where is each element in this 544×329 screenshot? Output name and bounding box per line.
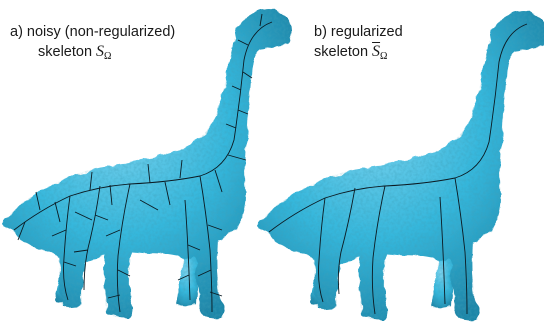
panel-b-symbol-subscript: Ω xyxy=(380,51,387,62)
panel-b-caption-line1: b) regularized xyxy=(314,24,403,40)
panel-b-caption-prefix: skeleton xyxy=(314,44,368,60)
panel-a-caption: a) noisy (non-regularized) skeleton SΩ xyxy=(10,23,175,66)
panel-b-caption-line2: skeleton SΩ xyxy=(314,42,403,66)
panel-a-caption-prefix: skeleton xyxy=(38,44,92,60)
panel-b-symbol: S xyxy=(372,43,380,60)
panel-a-symbol-subscript: Ω xyxy=(104,51,111,62)
panel-a-symbol: S xyxy=(96,43,104,60)
panel-b-caption: b) regularized skeleton SΩ xyxy=(314,23,403,66)
panel-a-caption-line2: skeleton SΩ xyxy=(10,42,175,66)
panel-a-caption-line1: a) noisy (non-regularized) xyxy=(10,24,175,40)
